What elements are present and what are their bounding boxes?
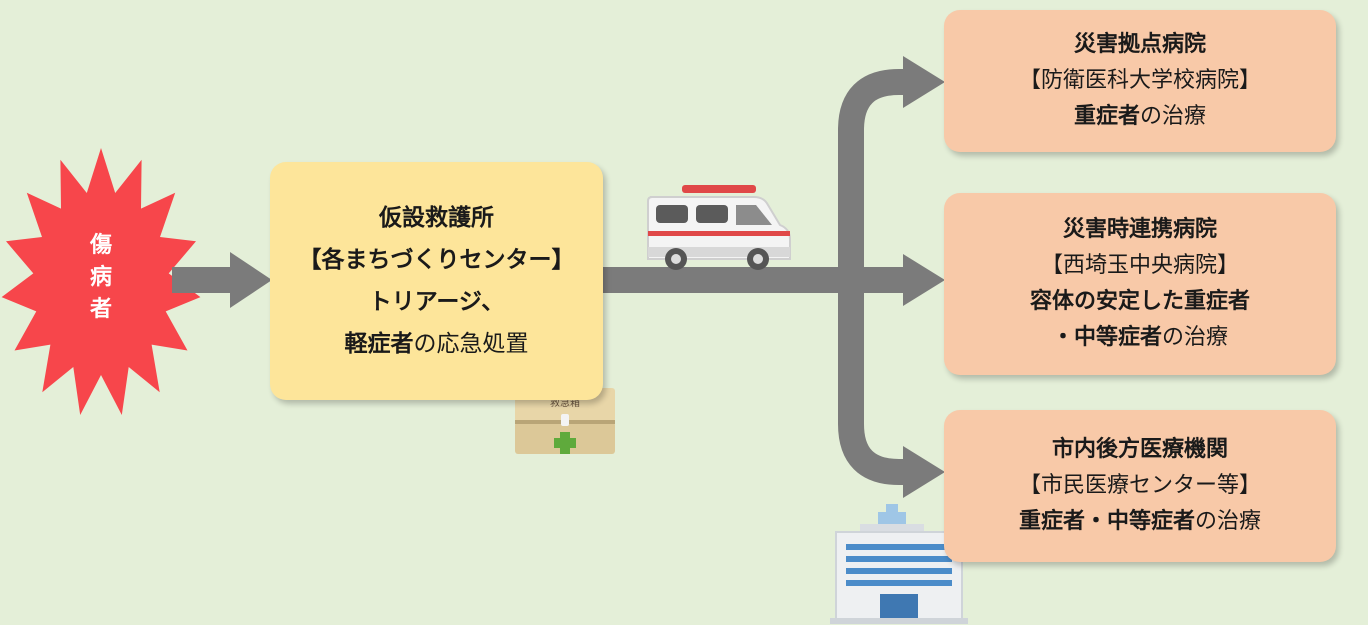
disaster-base-hospital-box: 災害拠点病院 【防衛医科大学校病院】 重症者の治療	[944, 10, 1336, 152]
injured-char: 病	[89, 265, 112, 290]
hospital-desc-bold: 重症者・中等症者	[1018, 509, 1195, 534]
city-rear-medical-institution-box: 市内後方医療機関 【市民医療センター等】 重症者・中等症者の治療	[944, 410, 1336, 562]
hospital-title: 災害時連携病院	[1062, 217, 1217, 242]
ambulance-icon	[647, 185, 791, 270]
shelter-subtitle: 【各まちづくりセンター】	[298, 247, 575, 273]
temporary-aid-station-box: 仮設救護所 【各まちづくりセンター】 トリアージ、 軽症者の応急処置	[270, 162, 603, 400]
shelter-care-bold: 軽症者	[344, 331, 414, 357]
shelter-title: 仮設救護所	[379, 205, 494, 231]
hospital-desc-line1: 容体の安定した重症者	[1029, 289, 1250, 314]
arrow-to-shelter	[172, 252, 272, 308]
hospital-desc-normal: の治療	[1195, 509, 1262, 534]
injured-label: 傷 病 者	[72, 230, 130, 326]
arrow-heads	[903, 56, 945, 498]
injured-char: 者	[89, 297, 112, 322]
hospital-desc-bold: 重症者	[1073, 104, 1140, 129]
shelter-triage: トリアージ、	[368, 289, 505, 315]
hospital-desc-normal: の治療	[1162, 325, 1229, 350]
shelter-care-normal: の応急処置	[413, 331, 529, 357]
hospital-desc: ・中等症者の治療	[1052, 320, 1228, 356]
hospital-building-icon	[830, 504, 968, 624]
arrowhead-h3	[903, 446, 945, 498]
hospital-title: 市内後方医療機関	[1051, 437, 1228, 462]
hospital-subtitle: 【市民医療センター等】	[1018, 473, 1261, 498]
hospital-desc-normal: の治療	[1140, 104, 1207, 129]
disaster-partner-hospital-box: 災害時連携病院 【西埼玉中央病院】 容体の安定した重症者 ・中等症者の治療	[944, 193, 1336, 375]
arrowhead-h1	[903, 56, 945, 108]
shelter-care-line: 軽症者の応急処置	[345, 323, 529, 365]
hospital-desc-bold: ・中等症者	[1051, 325, 1162, 350]
hospital-title: 災害拠点病院	[1073, 32, 1206, 57]
hospital-subtitle: 【西埼玉中央病院】	[1040, 253, 1239, 278]
burst-star-icon	[1, 148, 201, 415]
arrow-to-hospitals	[603, 69, 905, 485]
injured-char: 傷	[89, 233, 112, 258]
hospital-subtitle: 【防衛医科大学校病院】	[1018, 68, 1261, 93]
hospital-desc: 重症者の治療	[1074, 99, 1206, 135]
arrowhead-h2	[903, 254, 945, 306]
hospital-desc: 重症者・中等症者の治療	[1019, 504, 1261, 540]
